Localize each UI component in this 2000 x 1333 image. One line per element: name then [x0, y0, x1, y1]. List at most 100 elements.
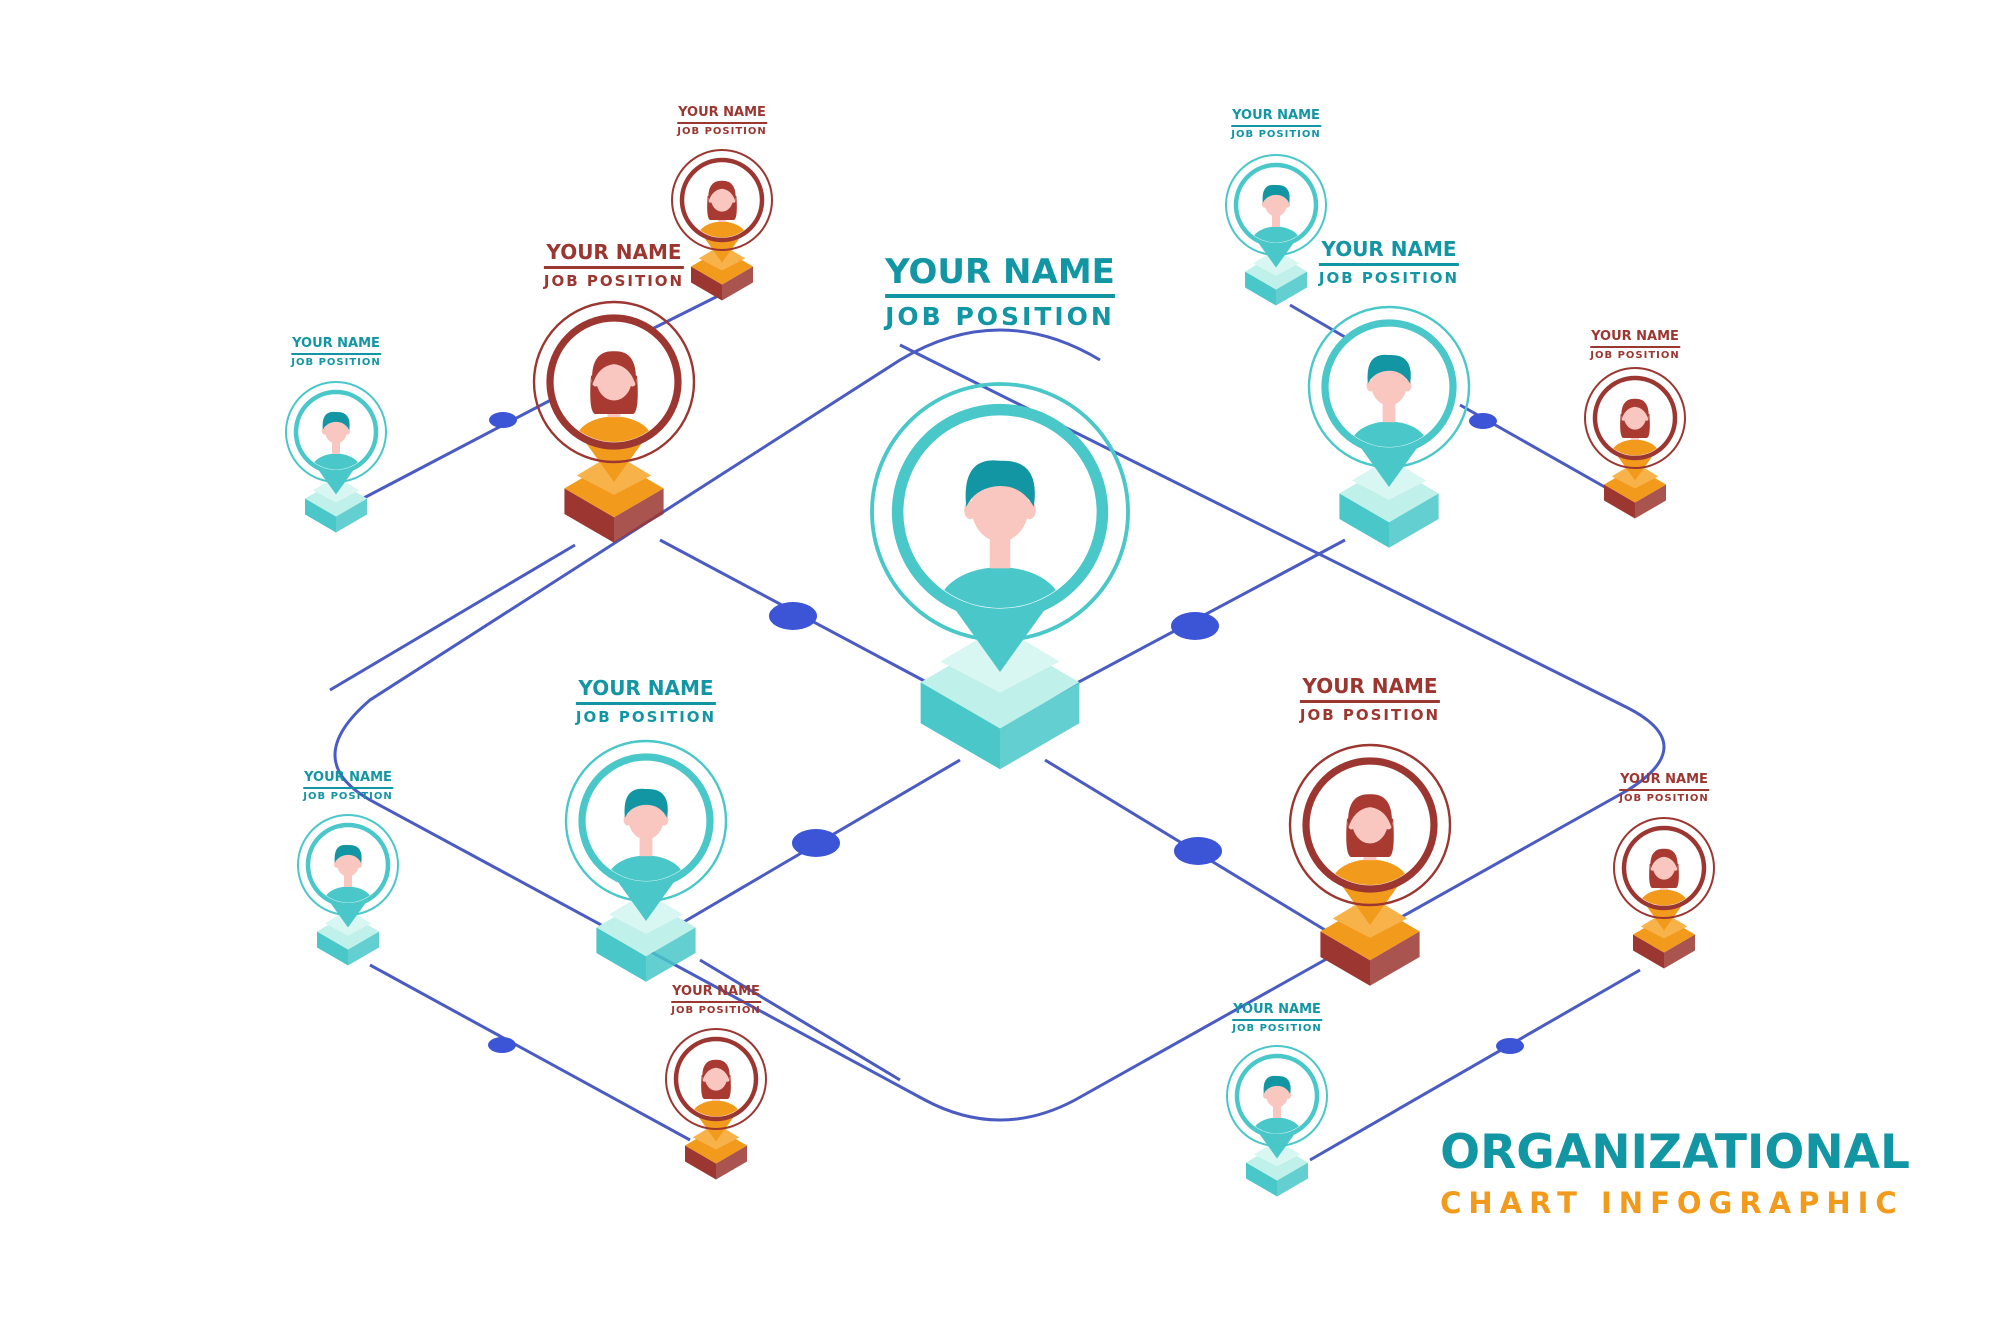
job-position: JOB POSITION	[1619, 793, 1709, 804]
node-outer-ring	[1307, 305, 1471, 469]
org-node-lr-bottom	[1226, 1045, 1328, 1197]
node-pedestal	[1633, 912, 1695, 969]
dot-ul-left	[489, 412, 517, 428]
dot-ll-center	[792, 829, 840, 857]
node-outer-ring	[1226, 1045, 1328, 1147]
job-position: JOB POSITION	[303, 791, 393, 802]
node-label-ur-big: YOUR NAME JOB POSITION	[1318, 237, 1460, 287]
ul-top-to-ul-big	[649, 293, 721, 332]
person-name: YOUR NAME	[885, 252, 1115, 298]
male-avatar-icon	[1252, 184, 1300, 243]
org-node-center	[870, 382, 1130, 770]
node-pedestal	[1245, 249, 1307, 306]
node-label-lr-big: YOUR NAME JOB POSITION	[1299, 674, 1441, 724]
person-name: YOUR NAME	[575, 676, 717, 705]
org-nodes	[285, 149, 1715, 1197]
node-outer-ring	[297, 814, 399, 916]
person-name: YOUR NAME	[1299, 674, 1441, 703]
node-pedestal	[1604, 462, 1666, 519]
node-label-center: YOUR NAME JOB POSITION	[885, 252, 1115, 331]
male-avatar-icon	[1350, 354, 1428, 447]
person-name: YOUR NAME	[543, 240, 685, 269]
node-outer-ring	[1584, 367, 1686, 469]
connector-dots	[488, 412, 1524, 1054]
ur-top-to-ur-big	[1289, 303, 1351, 342]
org-node-lr-big	[1288, 743, 1452, 986]
node-outer-ring	[1225, 154, 1327, 256]
node-pedestal	[596, 892, 696, 982]
person-name: YOUR NAME	[1232, 1002, 1322, 1021]
chart-title: ORGANIZATIONAL	[1440, 1125, 1910, 1180]
org-node-ur-big	[1307, 305, 1471, 548]
dot-lr-center	[1174, 837, 1222, 865]
job-position: JOB POSITION	[291, 357, 381, 368]
node-outer-ring	[1613, 817, 1715, 919]
female-avatar-icon	[1640, 848, 1688, 906]
org-node-ul-top	[671, 149, 773, 301]
node-pointer	[583, 439, 645, 482]
org-node-ll-left	[297, 814, 399, 966]
male-avatar-icon	[324, 844, 372, 903]
dot-ul-center	[769, 602, 817, 630]
node-label-ul-left: YOUR NAME JOB POSITION	[291, 336, 381, 368]
node-pedestal	[685, 1123, 747, 1180]
person-name: YOUR NAME	[671, 984, 761, 1003]
job-position: JOB POSITION	[1232, 1023, 1322, 1034]
node-pointer	[1339, 882, 1401, 925]
dot-ur-right	[1469, 413, 1497, 429]
node-outer-ring	[870, 382, 1130, 642]
node-label-ul-big: YOUR NAME JOB POSITION	[543, 240, 685, 290]
male-avatar-icon	[607, 788, 685, 881]
node-pedestal	[691, 244, 753, 301]
female-avatar-icon	[1331, 794, 1409, 885]
node-pedestal	[1246, 1140, 1308, 1197]
ll-big-to-lr	[699, 958, 901, 1082]
dot-ll-left	[488, 1037, 516, 1053]
dot-ur-center	[1171, 612, 1219, 640]
person-name: YOUR NAME	[1231, 108, 1321, 127]
person-name: YOUR NAME	[1590, 329, 1680, 348]
job-position: JOB POSITION	[1231, 129, 1321, 140]
chart-subtitle: CHART INFOGRAPHIC	[1440, 1186, 1904, 1220]
job-position: JOB POSITION	[885, 302, 1115, 331]
person-name: YOUR NAME	[677, 105, 767, 124]
job-position: JOB POSITION	[1590, 350, 1680, 361]
ul-left-to-ul-big	[359, 388, 571, 502]
org-node-ll-bottom	[665, 1028, 767, 1180]
node-pointer	[1358, 444, 1420, 487]
node-label-ll-big: YOUR NAME JOB POSITION	[575, 676, 717, 726]
node-outer-ring	[665, 1028, 767, 1130]
node-pedestal	[305, 476, 367, 533]
female-avatar-icon	[698, 180, 746, 238]
node-outer-ring	[1288, 743, 1452, 907]
org-node-ul-left	[285, 381, 387, 533]
node-outer-ring	[671, 149, 773, 251]
job-position: JOB POSITION	[1318, 269, 1460, 287]
org-node-lr-right	[1613, 817, 1715, 969]
org-node-ul-big	[532, 300, 696, 543]
job-position: JOB POSITION	[677, 126, 767, 137]
person-name: YOUR NAME	[291, 336, 381, 355]
person-name: YOUR NAME	[1318, 237, 1460, 266]
org-node-ur-right	[1584, 367, 1686, 519]
lr-right-to-lr-bottom	[1309, 968, 1641, 1162]
job-position: JOB POSITION	[1299, 706, 1441, 724]
org-node-ll-big	[564, 739, 728, 982]
node-label-ur-top: YOUR NAME JOB POSITION	[1231, 108, 1321, 140]
node-pointer	[615, 878, 677, 921]
job-position: JOB POSITION	[543, 272, 685, 290]
dot-lr-right	[1496, 1038, 1524, 1054]
node-label-ul-top: YOUR NAME JOB POSITION	[677, 105, 767, 137]
male-avatar-icon	[938, 460, 1062, 608]
female-avatar-icon	[1611, 398, 1659, 456]
node-label-lr-bottom: YOUR NAME JOB POSITION	[1232, 1002, 1322, 1034]
node-outer-ring	[532, 300, 696, 464]
node-outer-ring	[285, 381, 387, 483]
ll-left-to-ll-bottom	[369, 963, 691, 1142]
job-position: JOB POSITION	[575, 708, 717, 726]
female-avatar-icon	[575, 351, 653, 442]
